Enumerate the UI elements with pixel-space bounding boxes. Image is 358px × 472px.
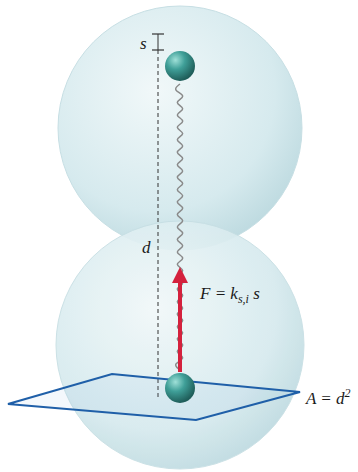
force-label: F = ks,i s xyxy=(198,284,262,306)
force-arrow xyxy=(178,275,182,372)
stretch-line xyxy=(158,34,159,50)
distance-line xyxy=(158,50,159,398)
symbol-text: s xyxy=(249,284,260,303)
distance-label: d xyxy=(140,238,153,257)
nucleus xyxy=(165,373,195,403)
symbol-text: F = k xyxy=(200,284,238,303)
electron-cloud xyxy=(56,221,304,469)
index-text: s,i xyxy=(238,292,249,306)
index-text: 2 xyxy=(345,386,351,400)
area-plane xyxy=(8,374,300,420)
nucleus xyxy=(165,51,195,81)
symbol-text: d xyxy=(142,238,151,257)
symbol-text: s xyxy=(140,34,147,53)
stretch-label: s xyxy=(138,34,149,53)
electron-cloud xyxy=(58,6,302,250)
symbol-text: A = d xyxy=(306,389,345,408)
area-label: A = d2 xyxy=(304,386,353,408)
